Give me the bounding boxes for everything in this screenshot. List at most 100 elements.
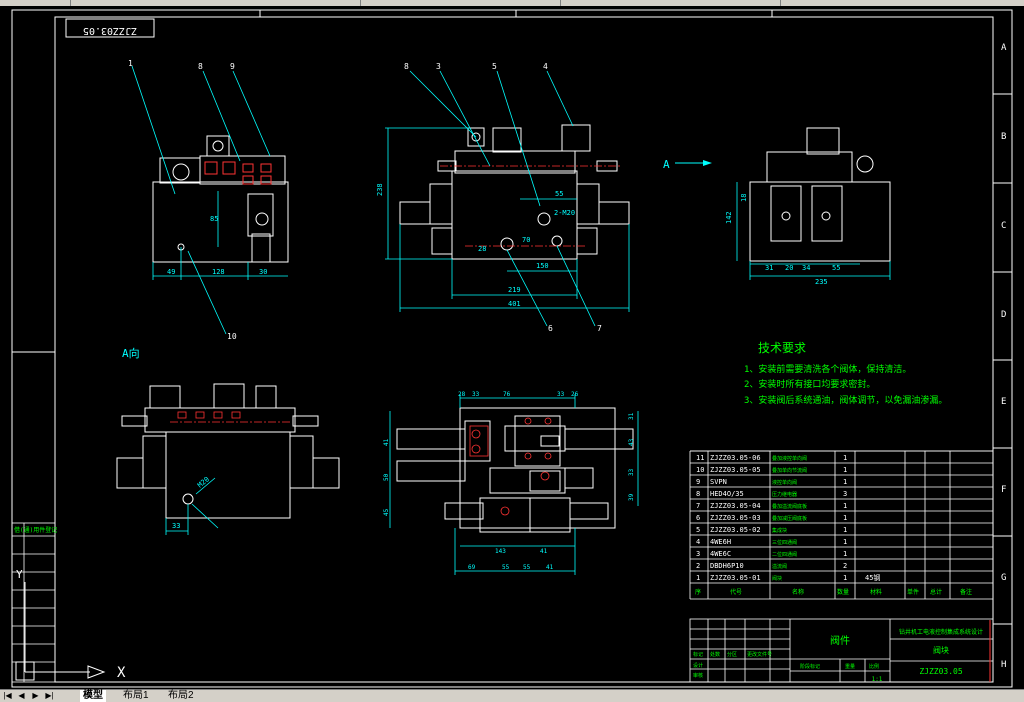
bom-cell-qty: 2: [843, 562, 847, 570]
dim-text: 34: [802, 264, 810, 272]
bom-cell-name: 叠加溢流阀底板: [772, 503, 807, 510]
end-view: 18 142 31 20 34 55 235: [725, 127, 891, 286]
title-weight: 重量: [845, 663, 855, 670]
balloon-label: 8: [404, 62, 409, 71]
left-stamp-text: 借(通)用件登记: [14, 526, 57, 534]
dim-text: 45: [383, 508, 390, 516]
sheet-border: [11, 9, 1013, 688]
dim-text: 33: [472, 391, 480, 398]
dim-text: 43: [628, 438, 635, 446]
bom-cell-code: DBDH6P10: [710, 562, 744, 570]
bom-cell-qty: 1: [843, 526, 847, 534]
next-tab-icon[interactable]: ▶: [32, 691, 39, 700]
dim-text: 142: [725, 211, 733, 224]
dim-text: 70: [522, 236, 530, 244]
view-direction-arrow: A: [663, 158, 712, 171]
dim-text: 18: [740, 194, 748, 202]
title-role: 审核: [693, 672, 703, 679]
title-ratio: 比例: [869, 663, 879, 670]
bom-cell-material: 45钢: [865, 573, 880, 582]
title-scale: 1:1: [872, 676, 883, 683]
bom-header: 单件: [907, 588, 919, 596]
ucs-x-label: X: [117, 665, 126, 681]
bom-header: 序: [695, 588, 701, 596]
bom-header: 材料: [870, 588, 882, 596]
tab-layout2[interactable]: 布局2: [168, 690, 194, 701]
bom-cell-qty: 1: [843, 574, 847, 582]
tech-req-item: 1、安装前需要清洗各个阀体，保持清洁。: [744, 363, 911, 375]
dim-text: 41: [540, 548, 548, 555]
dim-text: 31: [628, 412, 635, 420]
bom-cell-qty: 1: [843, 502, 847, 510]
first-tab-icon[interactable]: |◀: [3, 691, 12, 700]
cad-drawing: A B C D E F G H ZJZZ03.05: [11, 9, 1013, 688]
bom-cell-code: SVPN: [710, 478, 727, 486]
title-row-label: 标记: [693, 651, 703, 658]
balloon-label: 3: [436, 62, 441, 71]
title-school: 钻井机工电液控制集成系统设计: [899, 628, 983, 636]
bom-cell-qty: 1: [843, 538, 847, 546]
bom-cell-code: ZJZZ03.05-03: [710, 514, 761, 522]
tech-req-item: 3、安装阀后系统通油，阀体调节，以免漏油渗漏。: [744, 394, 947, 406]
bom-cell-code: ZJZZ03.05-04: [710, 502, 761, 510]
bom-cell-code: ZJZZ03.05-05: [710, 466, 761, 474]
dim-text: M20: [196, 475, 211, 489]
dim-text: 28: [478, 245, 486, 253]
front-view: 49 128 30 85 1 8 9 10: [128, 59, 289, 341]
top-view: 28 33 76 33 26 31 43 33 39 41 50 45 143 …: [383, 391, 639, 575]
toolbar-separator: [780, 0, 781, 6]
balloon-label: 1: [128, 59, 133, 68]
bom-cell-code: ZJZZ03.05-01: [710, 574, 761, 582]
bom-cell-no: 6: [696, 514, 700, 522]
zone-ticks: [12, 10, 1012, 625]
bom-cell-qty: 1: [843, 514, 847, 522]
bom-cell-no: 11: [696, 454, 704, 462]
zone-row-d: D: [1001, 310, 1006, 320]
bom-cell-no: 8: [696, 490, 700, 498]
bom-cell-no: 9: [696, 478, 700, 486]
ucs-y-label: Y: [16, 568, 23, 581]
dim-text: 39: [628, 493, 635, 501]
bom-cell-no: 2: [696, 562, 700, 570]
tab-layout1[interactable]: 布局1: [123, 690, 149, 701]
bom-cell-name: 叠加液控单向阀: [772, 455, 807, 462]
dim-text: 69: [468, 564, 476, 571]
bom-cell-no: 3: [696, 550, 700, 558]
side-view: 238 150 219 401 55 70 28 2-M20 8 3 5 4 6…: [376, 62, 630, 333]
bom-cell-name: 三位四通阀: [772, 539, 797, 546]
layout-tab-bar: |◀ ◀ ▶ ▶| 模型 布局1 布局2: [0, 689, 1024, 702]
toolbar-separator: [360, 0, 361, 6]
bom-cell-name: 集成块: [772, 527, 787, 534]
bom-cell-no: 5: [696, 526, 700, 534]
drawing-code-text: ZJZZ03.05: [83, 25, 137, 36]
dim-text: 219: [508, 286, 521, 294]
tab-model[interactable]: 模型: [80, 690, 106, 702]
zone-row-c: C: [1001, 221, 1006, 231]
bom-cell-code: 4WE6C: [710, 550, 731, 558]
dim-text: 31: [765, 264, 773, 272]
bom-cell-code: HED4O/35: [710, 490, 744, 498]
bom-cell-no: 10: [696, 466, 704, 474]
dim-text: 33: [557, 391, 565, 398]
dim-text: 20: [785, 264, 793, 272]
dim-text: 30: [259, 268, 267, 276]
prev-tab-icon[interactable]: ◀: [18, 691, 25, 700]
bom-header: 名称: [792, 588, 804, 596]
dim-text: 55: [523, 564, 531, 571]
bom-cell-name: 阀块: [772, 575, 782, 582]
view-arrow-label: A: [663, 158, 670, 171]
bom-cell-qty: 1: [843, 466, 847, 474]
border-zone-labels: A B C D E F G H: [1001, 43, 1007, 670]
dim-text: 76: [503, 391, 511, 398]
toolbar-separator: [70, 0, 71, 6]
dim-text: 33: [172, 522, 180, 530]
bom-cell-name: 压力继电器: [772, 491, 797, 498]
bom-cell-qty: 3: [843, 490, 847, 498]
drawing-canvas[interactable]: A B C D E F G H ZJZZ03.05: [0, 6, 1024, 689]
title-row-label: 更改文件号: [747, 651, 772, 658]
last-tab-icon[interactable]: ▶|: [45, 691, 54, 700]
zone-row-a: A: [1001, 43, 1007, 53]
left-stamp-column: 借(通)用件登记: [11, 522, 57, 683]
dim-text: 26: [571, 391, 579, 398]
bom-cell-no: 1: [696, 574, 700, 582]
